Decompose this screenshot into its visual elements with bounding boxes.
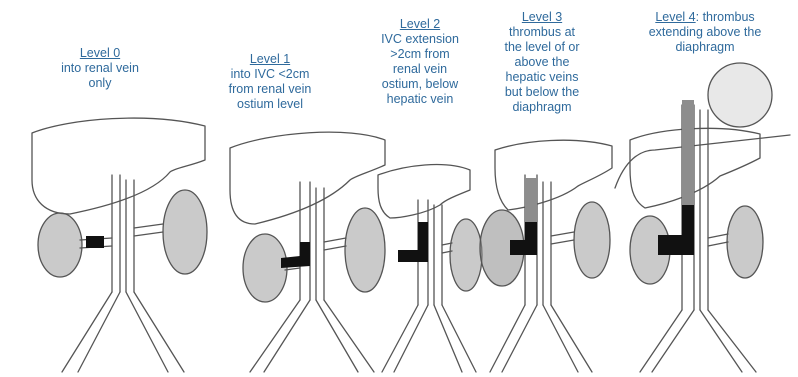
panel-0-left-kidney — [38, 213, 82, 277]
panel-4-anatomy — [615, 63, 790, 372]
panel-2-right-kidney — [450, 219, 482, 291]
panel-2-anatomy — [378, 165, 482, 372]
panel-1-aorta — [316, 188, 324, 300]
panel-0-thrombus — [86, 236, 104, 248]
panel-4-renal-vein — [708, 234, 728, 246]
panel-0-right-kidney — [163, 190, 207, 274]
panel-1-right-kidney — [345, 208, 385, 292]
panel-3-liver — [495, 140, 612, 210]
panel-4-diaphragm-line — [615, 135, 790, 188]
panel-4-right-kidney — [727, 206, 763, 278]
panel-3-anatomy — [480, 140, 612, 372]
panel-3-iliac — [490, 305, 592, 372]
panel-4-aorta — [700, 110, 708, 310]
panel-0-ivc — [112, 175, 120, 292]
panel-3-thrombus-upper — [525, 178, 537, 222]
panel-2-aorta — [434, 205, 442, 305]
panel-3-right-kidney — [574, 202, 610, 278]
panel-0-anatomy — [32, 118, 207, 372]
panel-2-liver — [378, 165, 470, 218]
panel-2-iliac — [382, 305, 476, 372]
panel-4-heart — [708, 63, 772, 127]
panel-1-anatomy — [230, 132, 385, 372]
panel-2-thrombus — [398, 222, 428, 262]
panel-4-thrombus-upper — [682, 100, 694, 210]
panel-1-ivc — [300, 182, 310, 300]
panel-4-iliac — [640, 310, 756, 372]
panel-0-iliac — [62, 292, 184, 372]
panel-1-iliac — [250, 300, 374, 372]
panel-3-renal-vein — [551, 232, 574, 244]
panel-1-left-kidney — [243, 234, 287, 302]
